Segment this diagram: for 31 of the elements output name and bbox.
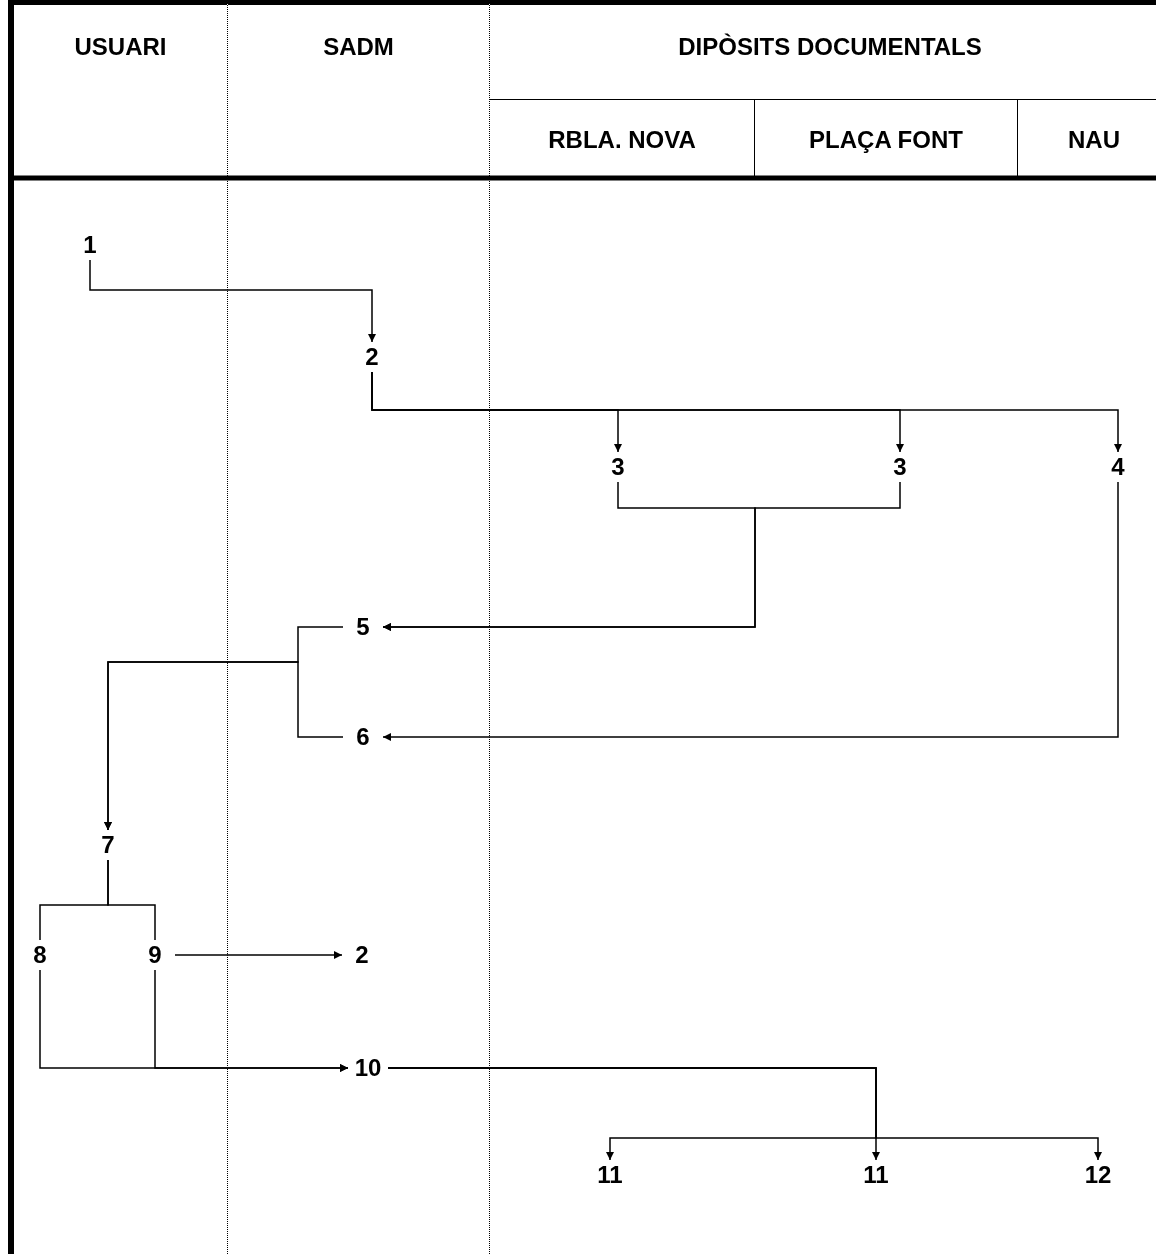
step-number: 3 (598, 452, 638, 482)
step-number: 8 (20, 940, 60, 970)
arrow (89, 259, 376, 343)
sub-lane-header: RBLA. NOVA (490, 99, 755, 179)
arrow (154, 969, 349, 1072)
arrow (174, 951, 343, 959)
step-number: 12 (1078, 1160, 1118, 1190)
arrow (382, 481, 901, 631)
step-number: 6 (343, 722, 383, 752)
lane-title: DIPÒSITS DOCUMENTALS (677, 33, 983, 61)
swimlane (228, 0, 490, 1254)
step-number: 2 (342, 940, 382, 970)
step-number: 3 (880, 452, 920, 482)
step-number: 11 (590, 1160, 630, 1190)
sub-lane-header: PLAÇA FONT (755, 99, 1018, 179)
step-number: 1 (70, 230, 110, 260)
arrow (382, 481, 1119, 741)
step-number: 10 (348, 1053, 388, 1083)
step-number: 5 (343, 612, 383, 642)
sub-lane-header: NAU (1018, 99, 1156, 179)
arrow (371, 371, 1122, 453)
swimlane (8, 0, 228, 1254)
step-number: 2 (352, 342, 392, 372)
step-number: 7 (88, 830, 128, 860)
step-number: 9 (135, 940, 175, 970)
step-number: 4 (1098, 452, 1138, 482)
arrow (104, 661, 344, 831)
lane-title: SADM (322, 33, 395, 61)
arrow (387, 1067, 1102, 1161)
lane-title: USUARI (73, 33, 168, 61)
step-number: 11 (856, 1160, 896, 1190)
